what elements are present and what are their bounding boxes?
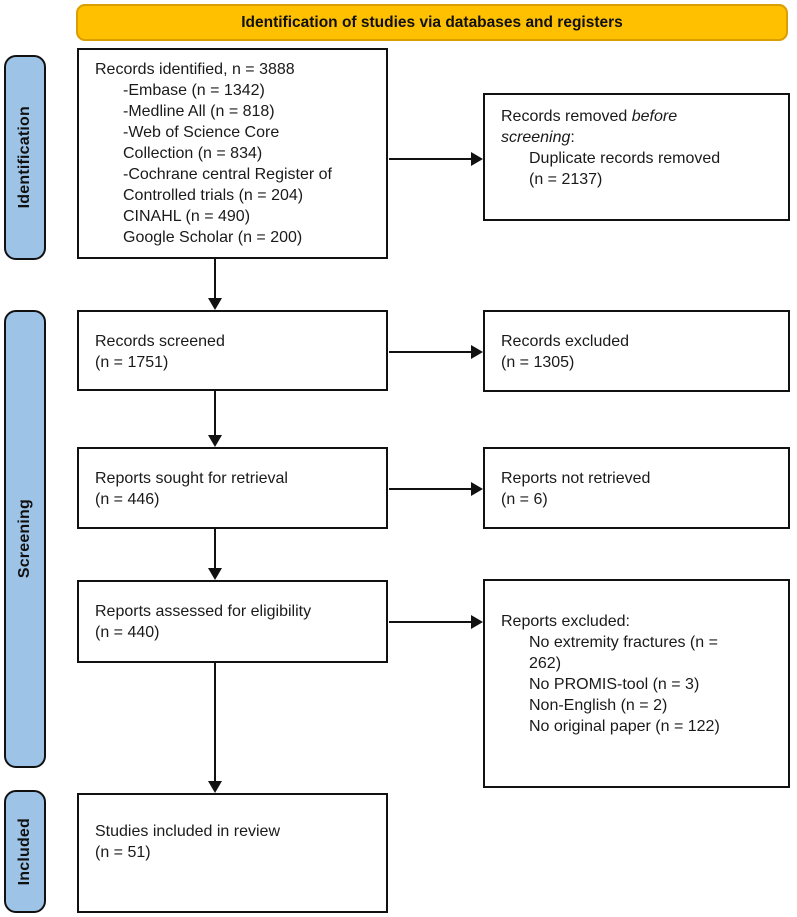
- box-line: Records removed before: [501, 106, 784, 127]
- box-line: Reports assessed for eligibility: [95, 603, 312, 620]
- box-line-italic-segment: screening: [501, 129, 571, 146]
- box-line: CINAHL (n = 490): [123, 208, 251, 225]
- box-line: (n = 2137): [529, 171, 603, 188]
- box-line: Collection (n = 834): [123, 145, 263, 162]
- box-line: -Embase (n = 1342): [123, 82, 265, 99]
- box-line: 262): [529, 655, 562, 672]
- box-line: -Medline All (n = 818): [123, 103, 275, 120]
- box-records-identified: Records identified, n = 3888 -Embase (n =…: [77, 48, 388, 259]
- arrow-down-3-shaft: [214, 529, 216, 570]
- box-line: Non-English (n = 2): [529, 697, 668, 714]
- box-line-segment: Records removed: [501, 108, 632, 125]
- arrow-down-2-shaft: [214, 391, 216, 437]
- box-line: screening:: [501, 127, 784, 148]
- box-records-excluded: Records excluded (n = 1305): [483, 310, 790, 392]
- box-records-screened: Records screened (n = 1751): [77, 310, 388, 391]
- box-line: Reports not retrieved: [501, 470, 651, 487]
- box-reports-not-retrieved: Reports not retrieved (n = 6): [483, 447, 790, 529]
- arrow-right-2-head: [471, 345, 483, 359]
- box-line: (n = 446): [95, 491, 160, 508]
- box-line: No PROMIS-tool (n = 3): [529, 676, 700, 693]
- banner: Identification of studies via databases …: [76, 4, 788, 41]
- arrow-down-1-shaft: [214, 259, 216, 300]
- box-line: -Web of Science Core: [123, 124, 280, 141]
- box-studies-included: Studies included in review (n = 51): [77, 793, 388, 913]
- box-reports-sought: Reports sought for retrieval (n = 446): [77, 447, 388, 529]
- box-line: Duplicate records removed: [529, 150, 721, 167]
- arrow-right-3-shaft: [389, 488, 471, 490]
- box-line: (n = 51): [95, 844, 151, 861]
- arrow-down-3-head: [208, 568, 222, 580]
- box-line: Studies included in review: [95, 823, 280, 840]
- arrow-down-4-shaft: [214, 663, 216, 783]
- stage-label-identification: Identification: [16, 106, 33, 209]
- box-line: Records excluded: [501, 333, 630, 350]
- box-line: (n = 1305): [501, 354, 575, 371]
- box-line: Google Scholar (n = 200): [123, 229, 303, 246]
- box-line: Records identified, n = 3888: [95, 61, 295, 78]
- box-reports-excluded: Reports excluded: No extremity fractures …: [483, 579, 790, 788]
- stage-label-screening: Screening: [16, 499, 33, 579]
- stage-label-included: Included: [16, 817, 33, 886]
- arrow-right-4-shaft: [389, 621, 471, 623]
- box-line: No original paper (n = 122): [529, 718, 720, 735]
- banner-label: Identification of studies via databases …: [241, 13, 623, 31]
- arrow-down-1-head: [208, 298, 222, 310]
- arrow-right-4-head: [471, 615, 483, 629]
- box-line: Records screened: [95, 333, 225, 350]
- arrow-right-3-head: [471, 482, 483, 496]
- box-line-italic-segment: before: [631, 108, 678, 125]
- box-line: Reports sought for retrieval: [95, 470, 288, 487]
- box-line: -Cochrane central Register of: [123, 166, 332, 183]
- box-line: Controlled trials (n = 204): [123, 187, 304, 204]
- arrow-down-4-head: [208, 781, 222, 793]
- arrow-down-2-head: [208, 435, 222, 447]
- box-line: Reports excluded:: [501, 613, 630, 630]
- stage-bar-screening: Screening: [4, 310, 46, 768]
- box-line: (n = 6): [501, 491, 548, 508]
- box-reports-assessed: Reports assessed for eligibility (n = 440…: [77, 580, 388, 663]
- box-line: (n = 440): [95, 624, 160, 641]
- box-line-segment: :: [570, 129, 575, 146]
- box-line: (n = 1751): [95, 354, 169, 371]
- arrow-right-1-head: [471, 152, 483, 166]
- stage-bar-included: Included: [4, 790, 46, 913]
- box-line: No extremity fractures (n =: [529, 634, 718, 651]
- arrow-right-1-shaft: [389, 158, 471, 160]
- stage-bar-identification: Identification: [4, 55, 46, 260]
- arrow-right-2-shaft: [389, 351, 471, 353]
